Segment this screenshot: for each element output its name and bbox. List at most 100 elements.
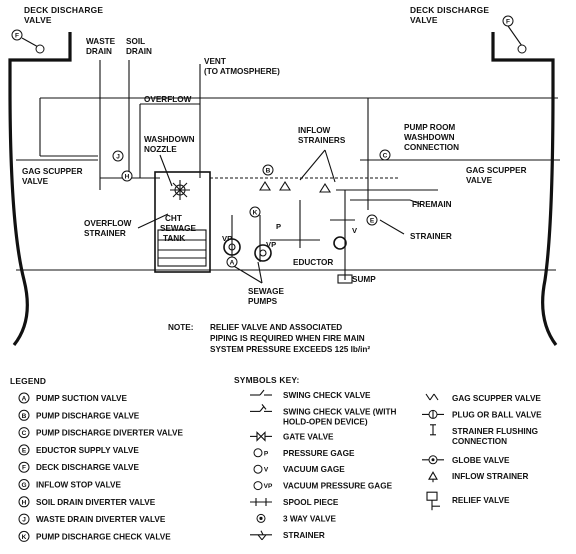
legend-label: SOIL DRAIN DIVERTER VALVE [36,498,156,507]
vacuum-pressure-gage-icon: VP [253,481,273,491]
note-line-1: RELIEF VALVE AND ASSOCIATED [210,323,342,332]
v-gage-label: V [352,226,358,235]
legend-key: J [22,517,26,524]
svg-text:VP: VP [264,483,273,490]
relief-valve-icon [426,491,440,511]
waste-drain-label-2: DRAIN [86,47,112,56]
legend-item: B PUMP DISCHARGE VALVE [18,409,140,421]
legend-marker-icon [18,409,30,421]
note-line-3: SYSTEM PRESSURE EXCEEDS 125 lb/in² [210,345,370,354]
svg-text:H: H [125,174,130,181]
sewage-pumps-label-2: PUMPS [248,297,278,306]
pump-room-washdown-label-3: CONNECTION [404,143,459,152]
overflow-strainer-label-1: OVERFLOW [84,219,132,228]
legend-marker-icon [18,392,30,404]
piping-network [16,60,560,284]
inflow-strainers-label-1: INFLOW [298,126,331,135]
symbol-key-item: RELIEF VALVE [426,491,510,511]
symbol-label: SPOOL PIECE [283,498,339,507]
gag-scupper-left-label-2: VALVE [22,177,49,186]
eductor-label: EDUCTOR [293,258,333,267]
soil-drain-label-1: SOIL [126,37,145,46]
legend-key: F [22,465,26,472]
svg-text:A: A [230,260,235,267]
cht-sewage-tank [154,171,211,273]
sump-label: SUMP [352,275,376,284]
sewage-pump-left-icon [223,238,241,256]
sewage-pump-right-icon [254,244,272,262]
svg-text:F: F [15,33,19,40]
legend-label: PUMP DISCHARGE DIVERTER VALVE [36,429,183,438]
deck-discharge-left-label-2: VALVE [24,15,52,25]
inflow-strainer-icon [428,471,438,483]
eductor-icon [333,236,347,250]
symbol-key-item: PLUG OR BALL VALVE [422,409,542,419]
gag-scupper-valve-icon [425,393,439,401]
strainer-icon [250,530,272,541]
firemain-label: FIREMAIN [412,200,452,209]
swing-check-hold-open-icon [250,404,272,412]
vp-gage-label-2: VP [266,240,276,249]
symbol-key-item: GATE VALVE [250,431,334,442]
pump-room-washdown-label-1: PUMP ROOM [404,123,455,132]
symbol-key-item: GAG SCUPPER VALVE [425,393,541,403]
legend-item: A PUMP SUCTION VALVE [18,392,128,404]
legend-item: H SOIL DRAIN DIVERTER VALVE [18,496,156,508]
symbol-label: GATE VALVE [283,432,334,441]
legend-marker-icon [18,479,30,490]
marker-a: A [226,256,238,268]
pump-room-washdown-label-2: WASHDOWN [404,133,455,142]
globe-valve-icon [422,455,444,465]
legend-label: PUMP SUCTION VALVE [36,394,128,403]
pressure-gage-icon: P [253,448,269,458]
legend-marker-icon [18,461,30,473]
strainer-label: STRAINER [410,232,452,241]
legend-key: G [21,482,26,489]
gag-scupper-right-label-1: GAG SCUPPER [466,166,527,175]
waste-drain-label-1: WASTE [86,37,116,46]
legend-marker-icon [18,513,30,525]
svg-text:E: E [370,218,375,225]
marker-c: C [379,149,391,161]
soil-drain-label-2: DRAIN [126,47,152,56]
svg-text:J: J [116,154,120,161]
washdown-nozzle-label-2: NOZZLE [144,145,177,154]
legend-key: B [22,413,27,420]
cht-tank-label-2: SEWAGE [160,224,196,233]
legend-title: LEGEND [10,376,46,386]
legend-item: F DECK DISCHARGE VALVE [18,461,139,473]
p-gage-label: P [276,222,281,231]
symbol-key-item: 3 WAY VALVE [256,513,336,523]
symbol-label: STRAINER FLUSHING [452,427,538,436]
vp-gage-label-1: VP [222,234,232,243]
strainer-flushing-icon [430,424,436,436]
washdown-nozzle-label-1: WASHDOWN [144,135,195,144]
legend-label: PUMP DISCHARGE VALVE [36,411,140,420]
symbol-label: GLOBE VALVE [452,456,510,465]
inflow-strainers-label-2: STRAINERS [298,136,346,145]
marker-f-left: F [11,29,45,54]
legend-marker-icon [18,444,30,456]
legend-key: C [22,430,27,437]
spool-piece-icon [250,498,272,506]
legend-label: DECK DISCHARGE VALVE [36,463,139,472]
symbol-label: INFLOW STRAINER [452,472,528,481]
svg-text:P: P [264,450,269,457]
cht-tank-label-1: CHT [165,214,182,223]
legend-key: A [22,396,27,403]
legend-key: H [22,499,27,506]
legend-marker-icon [18,530,30,542]
gag-scupper-right-label-2: VALVE [466,176,493,185]
symbol-label-cont: CONNECTION [452,437,507,446]
legend-label: PUMP DISCHARGE CHECK VALVE [36,532,171,541]
symbol-label: 3 WAY VALVE [283,514,336,523]
legend-list: A PUMP SUCTION VALVE B PUMP DISCHARGE VALVE… [18,392,183,542]
overflow-label: OVERFLOW [144,95,192,104]
